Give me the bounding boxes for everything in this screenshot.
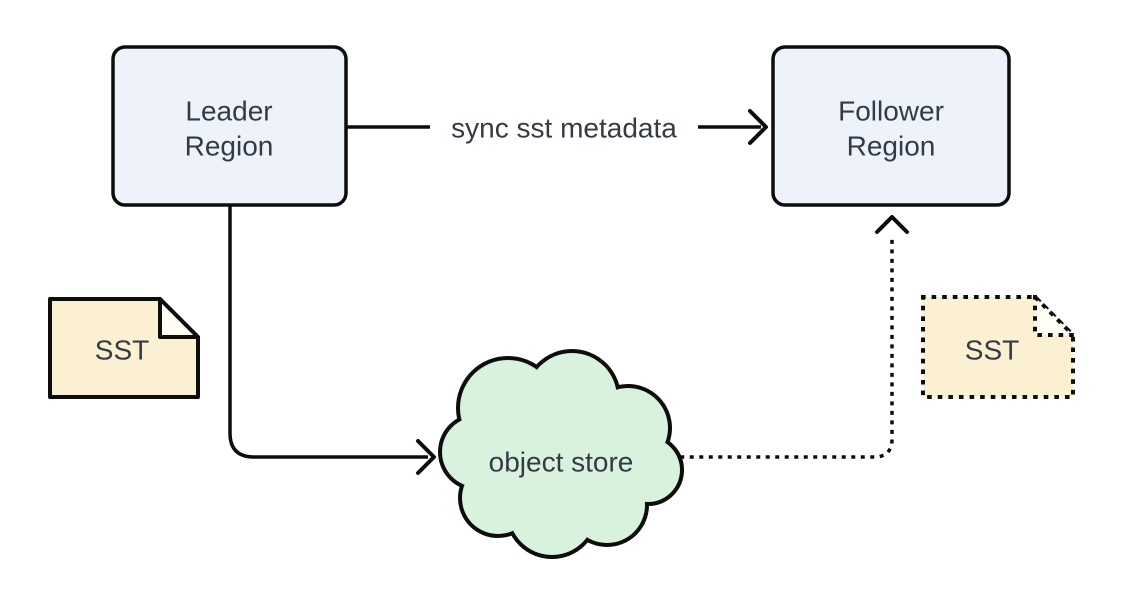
- leader-region-label-line2: Region: [185, 131, 274, 162]
- store-to-follower-dotted-line: [680, 232, 894, 459]
- node-sst-right: SST: [921, 295, 1075, 399]
- sst-left-folded-corner-icon: [158, 297, 200, 339]
- leader-to-store-arrowhead-icon: [416, 439, 436, 475]
- object-store-label: object store: [489, 447, 634, 478]
- follower-region-label-line1: Follower: [838, 96, 944, 127]
- sst-right-folded-corner-icon: [1033, 295, 1075, 337]
- follower-region-label-line2: Region: [847, 131, 936, 162]
- node-follower-region: Follower Region: [771, 45, 1011, 207]
- node-leader-region: Leader Region: [111, 45, 348, 207]
- sync-edge-label: sync sst metadata: [451, 113, 677, 144]
- sst-left-label: SST: [95, 335, 149, 366]
- node-sst-left: SST: [48, 297, 200, 399]
- leader-to-store-line: [228, 206, 428, 459]
- cloud-body: [442, 353, 680, 555]
- edge-leader-to-object-store: [228, 206, 436, 475]
- follower-region-box: [771, 45, 1011, 207]
- node-object-store: object store: [438, 349, 684, 559]
- store-to-follower-arrowhead-icon: [875, 215, 909, 234]
- edge-sync-sst-metadata: sync sst metadata: [346, 109, 768, 145]
- edge-store-to-follower: [680, 215, 909, 459]
- sst-right-label: SST: [965, 335, 1019, 366]
- sync-arrowhead-icon: [748, 109, 768, 145]
- leader-region-label-line1: Leader: [185, 96, 272, 127]
